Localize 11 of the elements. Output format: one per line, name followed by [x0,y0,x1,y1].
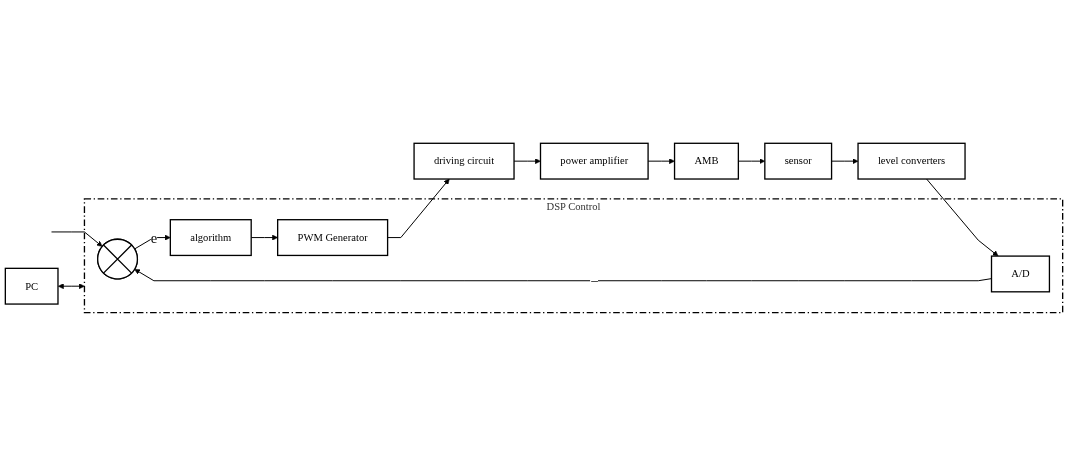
node-box: A/D [990,254,1051,292]
node-box: level converters [857,142,966,180]
node-box: driving circuit [413,142,515,180]
node-box: PWM Generator [277,218,389,256]
node-box: PC [4,267,59,305]
node-box: AMB [673,142,739,180]
edge-label: e [150,228,158,246]
node-box: algorithm [169,218,252,256]
edge-label: − [590,271,599,289]
node-box: sensor [764,142,833,180]
node-box: power amplifier [539,142,649,180]
